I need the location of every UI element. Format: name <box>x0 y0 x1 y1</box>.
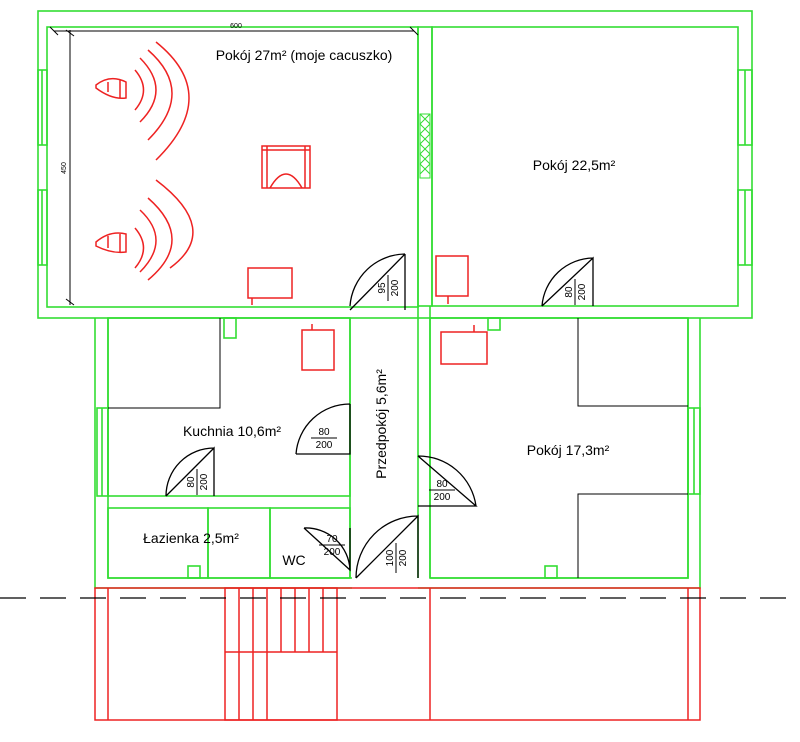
door-bathroom-label: 80 200 <box>186 469 210 495</box>
partition-hatch-lines <box>419 113 431 175</box>
door-bathroom-swing[interactable] <box>165 446 215 497</box>
wc-corner-2 <box>544 565 558 579</box>
walls <box>37 10 753 589</box>
bed-room-lower-1 <box>577 318 688 407</box>
door-room-lower-swing[interactable] <box>417 455 478 507</box>
sound-wave-6 <box>139 209 157 273</box>
door-hall-top-bottom: 200 <box>390 279 401 296</box>
room-label-room-lower: Pokój 17,3m² <box>527 442 610 458</box>
door-hall-top-label: 95 200 <box>377 275 401 301</box>
room-lower-corner <box>487 317 501 331</box>
door-bathroom-bottom: 200 <box>199 473 210 490</box>
sound-wave-8 <box>155 179 194 269</box>
room-label-hall: Przedpokój 5,6m² <box>373 369 389 479</box>
outer-wall-lower-left <box>94 318 352 589</box>
room-label-kitchen: Kuchnia 10,6m² <box>183 423 281 439</box>
bed-kitchen <box>108 318 221 409</box>
door-hall-top-top: 95 <box>377 282 388 294</box>
armchair-seat <box>262 146 310 189</box>
room-label-room-right: Pokój 22,5m² <box>533 157 616 173</box>
door-wc-bottom: 200 <box>324 547 341 558</box>
outer-wall-upper <box>37 10 753 319</box>
armchair <box>261 145 311 189</box>
door-room-lower-top: 80 <box>436 479 448 490</box>
door-kitchen-label: 80 200 <box>311 427 337 451</box>
speaker-bottom <box>95 232 127 254</box>
door-bathroom-top: 80 <box>186 476 197 488</box>
partition-wall <box>417 26 433 307</box>
sound-wave-3 <box>147 49 173 141</box>
kitchen-wall <box>107 317 351 497</box>
door-kitchen-bottom: 200 <box>316 440 333 451</box>
dimension-lines <box>0 26 800 599</box>
wc-corner-1 <box>187 565 201 579</box>
room-label-bathroom: Łazienka 2,5m² <box>143 530 239 546</box>
door-room-right-label: 80 200 <box>564 279 588 305</box>
door-wc-top: 70 <box>326 534 338 545</box>
door-wc-swing[interactable] <box>303 527 351 572</box>
room-label-big-room: Pokój 27m² (moje cacuszko) <box>216 47 393 63</box>
dim-width-tick-r <box>409 26 419 36</box>
door-wc-label: 70 200 <box>319 534 345 558</box>
sound-wave-5 <box>134 227 145 269</box>
desk-big-room <box>247 267 293 299</box>
doors <box>165 253 594 579</box>
speaker-top <box>95 77 127 100</box>
dim-width-tick-l <box>49 26 59 36</box>
partition-hatch <box>419 113 431 179</box>
door-labels: 95 200 80 200 80 200 80 200 80 200 <box>186 275 588 573</box>
sound-wave-7 <box>147 197 173 281</box>
door-room-lower-bottom: 200 <box>434 492 451 503</box>
door-entrance-bottom: 200 <box>398 549 409 566</box>
bed-room-lower-2 <box>577 493 688 578</box>
door-kitchen-top: 80 <box>318 427 330 438</box>
door-room-lower-label: 80 200 <box>429 479 455 503</box>
dim-height-label: 450 <box>61 162 68 174</box>
door-hall-top-swing[interactable] <box>349 253 406 311</box>
inner-wall-big-room <box>46 26 419 308</box>
dim-height-tick-t <box>65 29 75 37</box>
cabinet-room-lower <box>440 331 488 365</box>
door-entrance-top: 100 <box>385 549 396 566</box>
stairs <box>224 587 338 721</box>
desk-room-right <box>435 255 469 297</box>
door-entrance-label: 100 200 <box>385 543 409 573</box>
sound-wave-1 <box>134 69 145 111</box>
door-room-right-top: 80 <box>564 286 575 298</box>
door-entrance-swing[interactable] <box>355 514 419 579</box>
sound-wave-2 <box>139 57 157 123</box>
door-kitchen-swing[interactable] <box>295 403 351 455</box>
dim-width-label: 600 <box>230 23 242 30</box>
door-room-right-bottom: 200 <box>577 283 588 300</box>
terrace-outline <box>94 587 701 721</box>
door-room-right-swing[interactable] <box>541 256 594 307</box>
sound-wave-4 <box>155 41 190 161</box>
cabinet-kitchen <box>301 329 335 371</box>
room-label-wc: WC <box>282 552 305 568</box>
dim-height-tick-b <box>65 298 75 306</box>
furniture <box>94 41 701 721</box>
kitchen-corner <box>223 317 237 339</box>
